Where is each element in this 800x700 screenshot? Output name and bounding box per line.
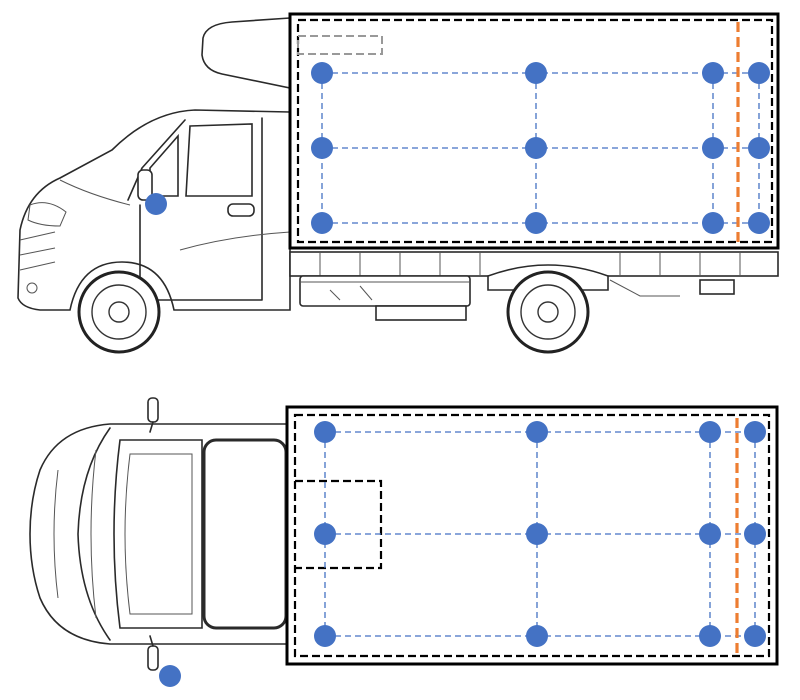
top-sensor-marker-r1-c2 (526, 421, 548, 443)
fuel-tank (299, 275, 471, 307)
top-sensor-marker-r3-c1 (314, 625, 336, 647)
side-view (17, 12, 780, 354)
side-sensor-marker-r2-c1 (311, 137, 333, 159)
cab-sensor-marker (145, 193, 167, 215)
side-sensor-marker-r1-c2 (525, 62, 547, 84)
top-cab-roof (202, 438, 288, 630)
top-sensor-marker-r1-c4 (744, 421, 766, 443)
side-sensor-marker-r1-c3 (702, 62, 724, 84)
cab-windshield-edge (127, 119, 186, 201)
cab-door (139, 117, 263, 301)
side-cargo-box-outer (288, 12, 780, 250)
step-bar (375, 305, 467, 321)
top-sensor-marker-r2-c1 (314, 523, 336, 545)
top-sensor-marker-r1-c3 (699, 421, 721, 443)
top-sensor-marker-r3-c4 (744, 625, 766, 647)
side-sensor-markers (311, 62, 770, 234)
top-sensor-marker-r1-c1 (314, 421, 336, 443)
side-rear-wheel (506, 270, 590, 354)
mirror-sensor-marker (159, 665, 181, 687)
side-sensor-marker-r2-c3 (702, 137, 724, 159)
top-mirror-lower (147, 645, 159, 671)
side-sensor-marker-r3-c4 (748, 212, 770, 234)
side-front-wheel (77, 270, 161, 354)
top-cargo-box-inner (293, 413, 771, 658)
cab-side-window (185, 123, 253, 197)
top-sensor-marker-r3-c2 (526, 625, 548, 647)
top-sensor-marker-r3-c3 (699, 625, 721, 647)
side-cab (17, 17, 291, 311)
grille (19, 231, 56, 271)
top-cab (29, 397, 288, 671)
side-sensor-marker-r1-c4 (748, 62, 770, 84)
frame-ribs (319, 252, 741, 276)
top-sensor-markers (314, 421, 766, 647)
top-sensor-marker-r2-c2 (526, 523, 548, 545)
roof-deflector (201, 17, 291, 89)
top-mirror-upper (147, 397, 159, 423)
hood-line (59, 179, 131, 206)
side-small-dashed-rect (297, 35, 383, 55)
top-cab-overlap-dashed-rect (295, 479, 383, 570)
top-hood-lines (53, 449, 97, 619)
side-mirror (137, 169, 153, 201)
top-view (29, 397, 779, 687)
top-hood (77, 427, 111, 641)
top-sensor-marker-r2-c4 (744, 523, 766, 545)
door-handle (227, 203, 255, 217)
fog-lamp (26, 282, 38, 294)
side-sensor-marker-r1-c1 (311, 62, 333, 84)
top-cargo-box-outer (285, 405, 779, 666)
rear-bumper (699, 279, 735, 295)
cab-style-line (179, 231, 291, 251)
side-sensor-marker-r2-c4 (748, 137, 770, 159)
headlamp (27, 202, 67, 227)
side-sensor-marker-r3-c2 (525, 212, 547, 234)
top-windshield-inner (124, 453, 193, 615)
exhaust-and-parts (300, 279, 680, 301)
top-sensor-marker-r2-c3 (699, 523, 721, 545)
side-sensor-marker-r2-c2 (525, 137, 547, 159)
side-sensor-marker-r3-c1 (311, 212, 333, 234)
top-windshield (113, 439, 203, 629)
side-sensor-marker-r3-c3 (702, 212, 724, 234)
